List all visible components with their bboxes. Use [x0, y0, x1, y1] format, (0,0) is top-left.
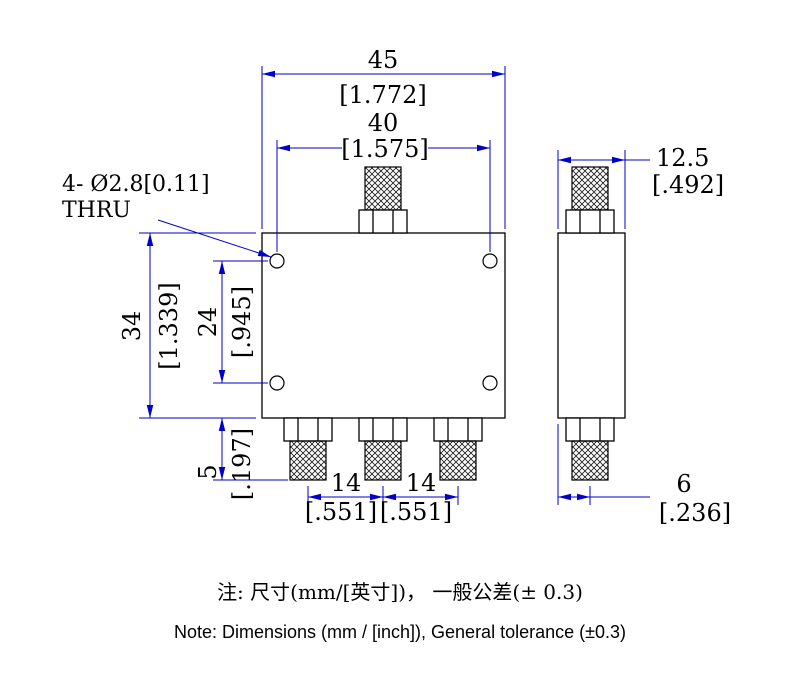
side-body [557, 232, 626, 419]
dim-port-pitch-right-inch: [.551] [380, 498, 452, 526]
note-english: Note: Dimensions (mm / [inch]), General … [174, 622, 626, 642]
sma-connector-side-top [565, 166, 615, 234]
connector-hex-nut [358, 417, 408, 442]
connector-hex-nut [565, 417, 615, 442]
dim-side-port-offset-mm: 6 [676, 470, 691, 498]
dim-overall-height-mm: 34 [118, 311, 146, 342]
front-view [261, 166, 506, 481]
hole-callout-line2: THRU [62, 198, 131, 223]
dim-overall-width-inch: [1.772] [339, 81, 426, 109]
connector-thread-barrel [289, 440, 327, 481]
sma-connector-output-3 [433, 417, 483, 481]
sma-connector-output-2 [358, 417, 408, 481]
dim-overall-width: 45 [1.772] [261, 46, 506, 229]
dim-hole-spacing-vertical-inch: [.945] [228, 286, 256, 358]
dim-hole-spacing-vertical: 24 [.945] [194, 260, 268, 384]
dim-port-pitch-left-mm: 14 [331, 469, 362, 497]
dim-connector-protrusion-inch: [.197] [228, 428, 256, 500]
dim-hole-spacing-horizontal-mm: 40 [368, 109, 399, 137]
front-body [261, 232, 506, 419]
mounting-hole-top-left [269, 253, 285, 269]
hole-callout-line1: 4- Ø2.8[0.11] [62, 172, 210, 197]
connector-thread-barrel [571, 440, 609, 481]
sma-connector-input-top [358, 166, 408, 234]
dim-port-pitch-left-inch: [.551] [305, 498, 377, 526]
mounting-hole-top-right [482, 253, 498, 269]
connector-thread-barrel [364, 440, 402, 481]
dim-side-width: 12.5 [.492] [557, 144, 724, 229]
dim-side-width-inch: [.492] [652, 171, 724, 199]
dim-hole-spacing-horizontal-inch: [1.575] [341, 135, 428, 163]
notes: 注: 尺寸(mm/[英寸])， 一般公差(± 0.3) Note: Dimens… [174, 580, 626, 642]
dim-side-width-mm: 12.5 [656, 144, 709, 172]
mounting-hole-bottom-right [482, 375, 498, 391]
dim-port-pitch: 14 14 [.551] [.551] [305, 469, 459, 526]
connector-hex-nut [433, 417, 483, 442]
sma-connector-side-bottom [565, 417, 615, 481]
sma-connector-output-1 [283, 417, 333, 481]
connector-thread-barrel [364, 166, 402, 211]
leader-line [157, 219, 272, 258]
hole-callout: 4- Ø2.8[0.11] THRU [62, 172, 272, 258]
dim-port-pitch-right-mm: 14 [406, 469, 437, 497]
side-view [557, 166, 626, 481]
connector-thread-barrel [439, 440, 477, 481]
connector-hex-nut [565, 209, 615, 234]
dim-overall-height-inch: [1.339] [155, 282, 183, 369]
connector-thread-barrel [571, 166, 609, 211]
connector-hex-nut [283, 417, 333, 442]
dim-side-port-offset: 6 [.236] [557, 424, 731, 527]
dim-connector-protrusion: 5 [.197] [194, 418, 288, 500]
dim-hole-spacing-vertical-mm: 24 [194, 307, 222, 338]
dim-overall-width-mm: 45 [368, 46, 399, 74]
dim-connector-protrusion-mm: 5 [194, 464, 222, 479]
dim-side-port-offset-inch: [.236] [659, 499, 731, 527]
dim-overall-height: 34 [1.339] [118, 232, 256, 419]
dim-hole-spacing-horizontal: 40 [1.575] [276, 109, 491, 252]
connector-hex-nut [358, 209, 408, 234]
note-chinese: 注: 尺寸(mm/[英寸])， 一般公差(± 0.3) [217, 580, 583, 604]
mounting-hole-bottom-left [269, 375, 285, 391]
